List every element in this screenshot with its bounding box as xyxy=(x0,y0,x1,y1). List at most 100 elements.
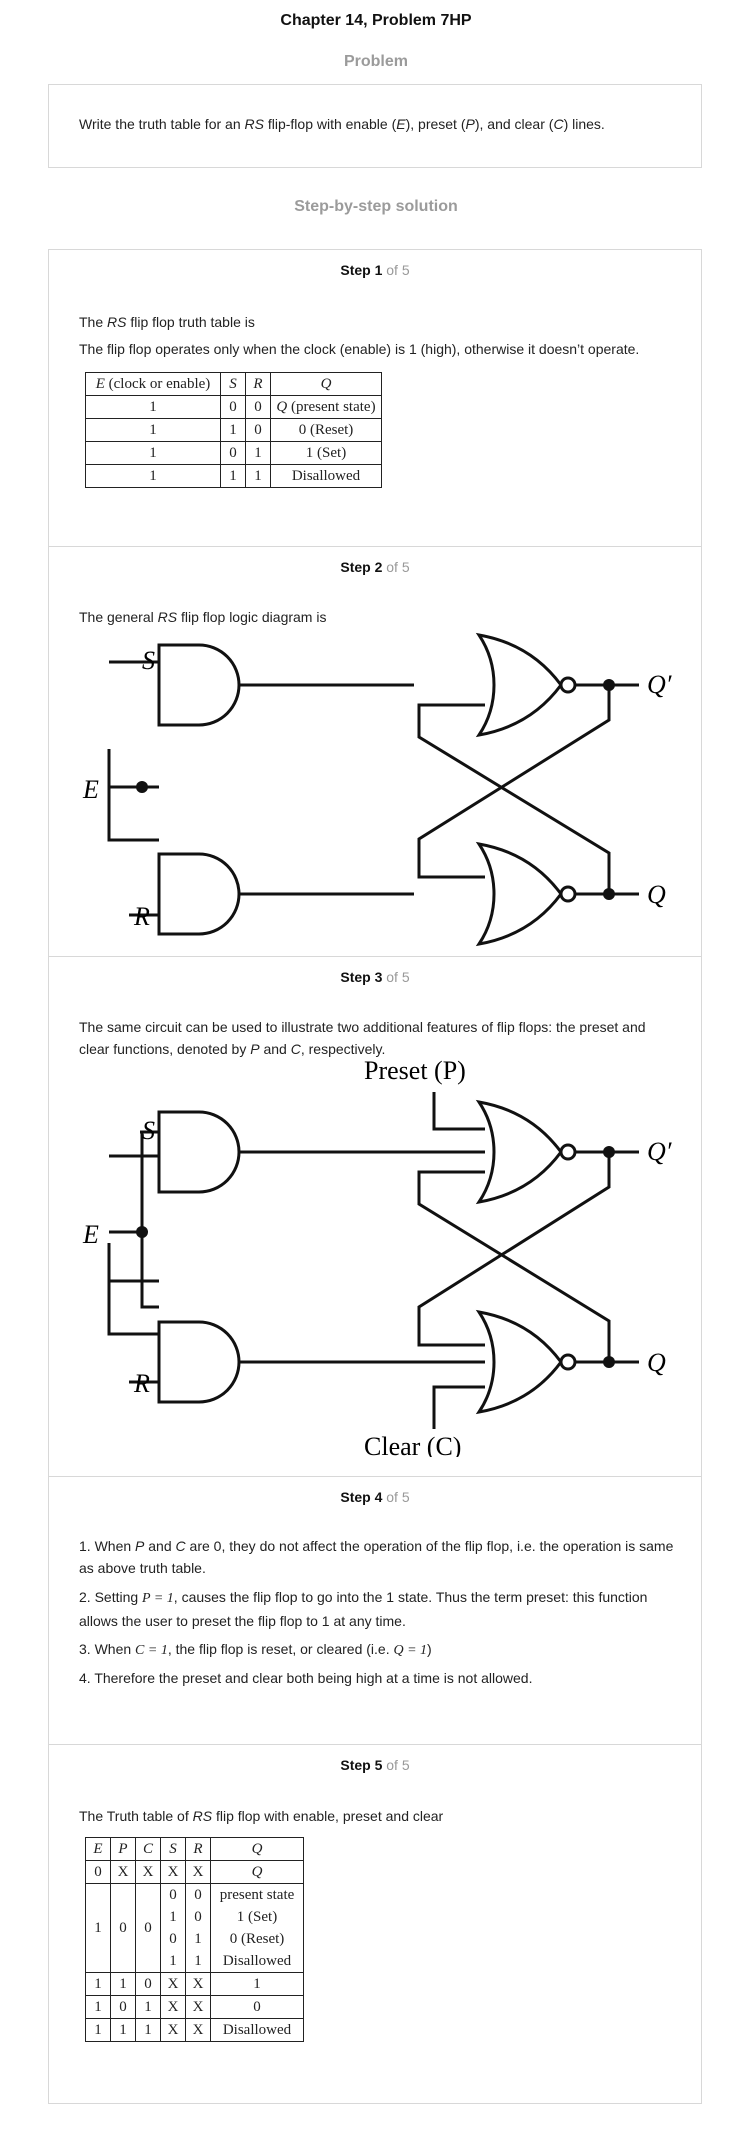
table-cell: X xyxy=(160,1860,186,1884)
preset-label: Preset (P) xyxy=(364,1057,466,1085)
junction-dots-2 xyxy=(136,1146,615,1368)
step-1-truth-table: E (clock or enable) S R Q 1 0 0 Q (prese… xyxy=(85,372,382,488)
table-cell: Disallowed xyxy=(270,464,382,488)
table-cell: 0 xyxy=(220,441,246,465)
table-cell: 0 xyxy=(185,1883,211,1906)
table-cell: X xyxy=(185,2018,211,2042)
table-cell: 1 xyxy=(85,441,221,465)
table-cell: Disallowed xyxy=(210,1950,304,1973)
table-cell: X xyxy=(135,1860,161,1884)
table-cell: 0 xyxy=(110,1883,136,1973)
table-cell: 1 xyxy=(245,464,271,488)
step-4-item-4: 4. Therefore the preset and clear both b… xyxy=(79,1670,533,1686)
table-row: 1 1 0 X X 1 xyxy=(85,1972,304,1996)
table-cell: 0 xyxy=(245,418,271,442)
table-cell: 1 xyxy=(85,1883,111,1973)
table-cell: 1 (Set) xyxy=(210,1906,304,1928)
step-1-note: The flip flop operates only when the clo… xyxy=(79,341,640,357)
table-cell: 1 xyxy=(85,395,221,419)
table-cell: 1 xyxy=(85,1972,111,1996)
table-cell: 1 xyxy=(160,1906,186,1928)
table-header-cell: E xyxy=(85,1837,111,1861)
r-label: R xyxy=(133,902,150,931)
table-header-cell: Q xyxy=(270,372,382,396)
page-title: Chapter 14, Problem 7HP xyxy=(280,12,472,29)
step-5-title: Step 5 of 5 xyxy=(340,1757,410,1773)
table-cell: Disallowed xyxy=(210,2018,304,2042)
step-3-title: Step 3 of 5 xyxy=(340,969,410,985)
table-cell: 1 xyxy=(85,418,221,442)
table-cell: 0 xyxy=(185,1906,211,1928)
rs-flip-flop-preset-clear-diagram xyxy=(107,1154,159,1336)
table-cell: 1 xyxy=(220,464,246,488)
table-header-cell: P xyxy=(110,1837,136,1861)
problem-text: Write the truth table for an RS flip-flo… xyxy=(79,116,605,132)
table-cell: 1 (Set) xyxy=(270,441,382,465)
table-cell: 0 xyxy=(135,1883,161,1973)
s-label: S xyxy=(142,1116,155,1145)
table-row: 1 1 1 Disallowed xyxy=(85,464,382,488)
table-cell: 1 xyxy=(210,1972,304,1996)
table-row: 0 X X X X Q xyxy=(85,1860,304,1884)
table-cell: 1 xyxy=(185,1950,211,1973)
table-cell: 0 xyxy=(160,1883,186,1906)
table-header-row: E (clock or enable) S R Q xyxy=(85,372,382,396)
table-header-cell: S xyxy=(160,1837,186,1861)
table-cell: 0 xyxy=(160,1928,186,1950)
table-cell: Q xyxy=(210,1860,304,1884)
table-cell: 0 (Reset) xyxy=(270,418,382,442)
solution-heading: Step-by-step solution xyxy=(294,198,458,215)
q-label: Q xyxy=(647,1348,666,1377)
step-3-intro: The same circuit can be used to illustra… xyxy=(79,1019,646,1057)
step-5-intro: The Truth table of RS flip flop with ena… xyxy=(79,1808,444,1824)
table-cell: present state xyxy=(210,1883,304,1906)
step-1: Step 1 of 5 The RS flip flop truth table… xyxy=(48,249,702,546)
table-cell: 0 xyxy=(85,1860,111,1884)
step-4-item-2: 2. Setting P = 1, causes the flip flop t… xyxy=(79,1589,648,1629)
r-label: R xyxy=(133,1369,150,1398)
table-header-cell: R xyxy=(185,1837,211,1861)
table-row: 1 1 0 0 (Reset) xyxy=(85,418,382,442)
rs-flip-flop-diagram: S E R Q′ Q xyxy=(82,632,672,947)
table-cell: 1 xyxy=(135,2018,161,2042)
problem-heading: Problem xyxy=(343,53,408,70)
q-prime-label: Q′ xyxy=(647,1137,672,1166)
table-row: 1 0 0 0 0 present state xyxy=(85,1883,304,1973)
table-cell: 1 xyxy=(85,1995,111,2019)
e-label: E xyxy=(82,1220,99,1249)
junction-dots xyxy=(136,679,615,900)
table-cell: 0 xyxy=(110,1995,136,2019)
circuit-lines xyxy=(107,1154,159,1336)
q-prime-label: Q′ xyxy=(647,670,672,699)
step-1-title: Step 1 of 5 xyxy=(340,262,410,278)
inverter-bubbles-2 xyxy=(559,1143,577,1371)
table-header-cell: Q xyxy=(210,1837,304,1861)
table-row: 1 0 1 X X 0 xyxy=(85,1995,304,2019)
problem-box: Write the truth table for an RS flip-flo… xyxy=(48,84,702,168)
table-cell: Q (present state) xyxy=(270,395,382,419)
table-cell: 1 xyxy=(185,1928,211,1950)
step-5: Step 5 of 5 The Truth table of RS flip f… xyxy=(48,1744,702,2104)
step-2: Step 2 of 5 The general RS flip flop log… xyxy=(48,546,702,956)
table-cell: 0 xyxy=(135,1972,161,1996)
step-5-truth-table: E P C S R Q 0 X X X X Q 1 0 0 0 0 presen… xyxy=(85,1837,304,2042)
table-cell: 1 xyxy=(85,464,221,488)
table-cell: 1 xyxy=(110,1972,136,1996)
step-1-intro: The RS flip flop truth table is xyxy=(79,314,255,330)
e-label: E xyxy=(82,775,99,804)
table-cell: X xyxy=(160,1972,186,1996)
table-cell: 0 xyxy=(210,1995,304,2019)
table-cell: X xyxy=(110,1860,136,1884)
table-row: 1 0 0 Q (present state) xyxy=(85,395,382,419)
table-cell: 1 xyxy=(160,1950,186,1973)
table-cell: X xyxy=(185,1972,211,1996)
table-cell: 0 (Reset) xyxy=(210,1928,304,1950)
table-row: 1 0 1 (Set) xyxy=(86,1906,304,1928)
s-label: S xyxy=(142,646,155,675)
table-cell: 0 xyxy=(245,395,271,419)
table-cell: 0 xyxy=(220,395,246,419)
table-cell: 1 xyxy=(135,1995,161,2019)
table-cell: X xyxy=(185,1860,211,1884)
step-2-title: Step 2 of 5 xyxy=(340,559,410,575)
step-4: Step 4 of 5 1. When P and C are 0, they … xyxy=(48,1476,702,1744)
